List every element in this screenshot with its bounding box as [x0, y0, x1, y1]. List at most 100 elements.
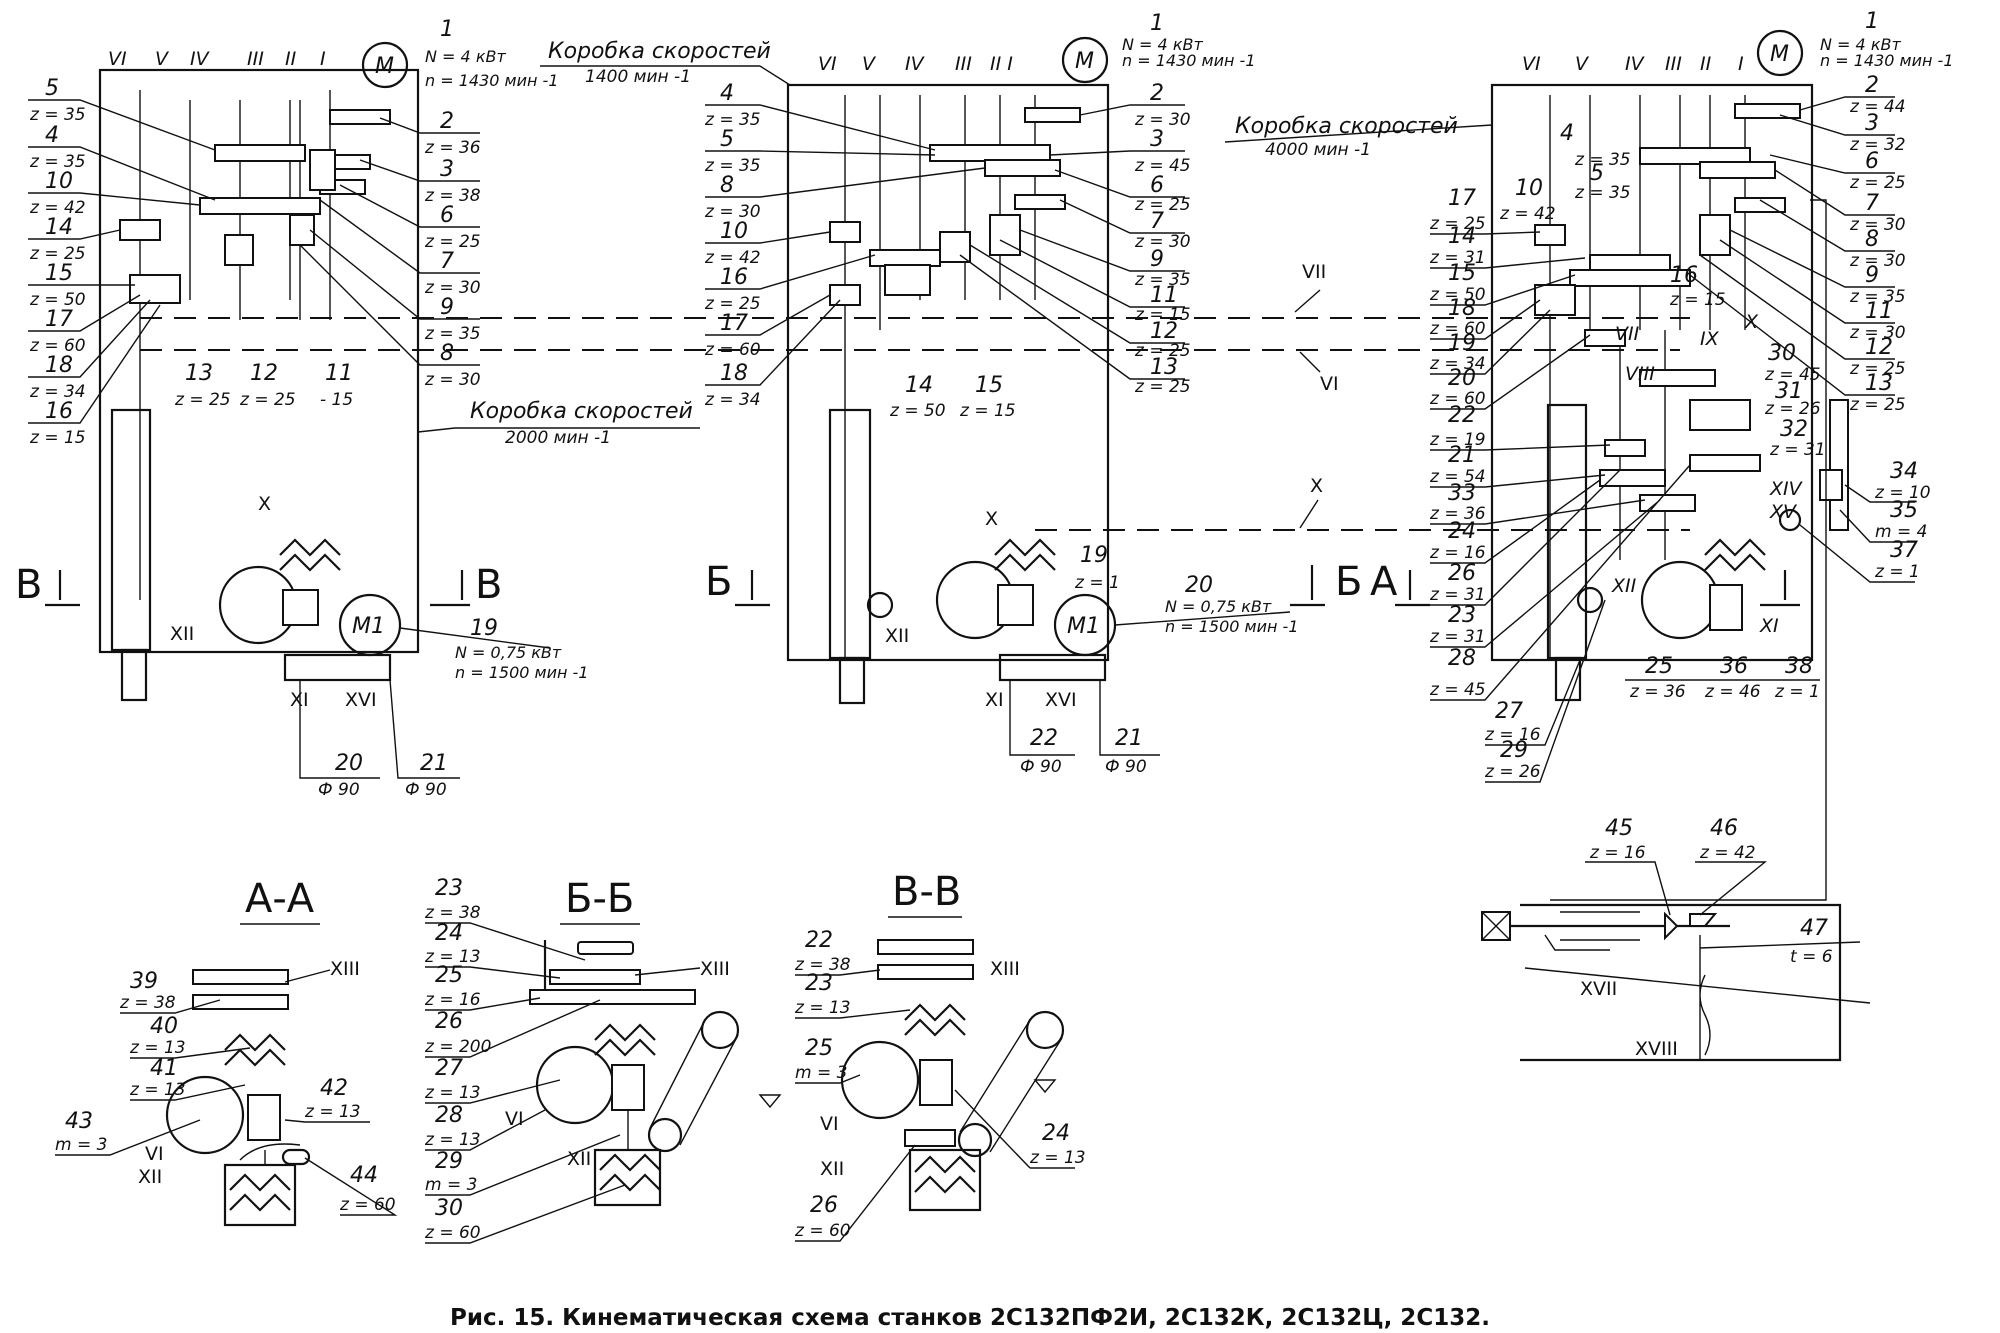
right-label-n: 16 — [1670, 263, 1698, 288]
middle-label-z: z = 15 — [1134, 305, 1191, 325]
middle-label-z: z = 34 — [704, 390, 761, 410]
vv-label-z: z = 13 — [794, 998, 851, 1018]
middle-label-n: 6 — [1150, 173, 1164, 198]
right-worm-wheel — [1640, 560, 1720, 640]
middle-label-z: z = 50 — [889, 401, 946, 421]
left-label-z: z = 15 — [29, 428, 86, 448]
right-label-z: z = 31 — [1429, 248, 1486, 268]
right-label-z: z = 1 — [1774, 682, 1820, 702]
right-label-1: 1 — [1865, 9, 1879, 34]
right-label-z: z = 1 — [1874, 562, 1920, 582]
aa-shaft-XIII: XIII — [330, 958, 360, 980]
middle-left-labels: 4 z = 35 5 z = 35 8 z = 30 10 z = 42 16 … — [704, 81, 986, 410]
vv-pulley-bottom — [957, 1122, 993, 1158]
right-label-n: 14 — [1448, 224, 1476, 249]
middle-label-z: Ф 90 — [1105, 757, 1147, 777]
right-section-a-left: А — [1370, 559, 1398, 605]
left-shaft-XII: XII — [170, 623, 194, 645]
bb-gear-25 — [529, 989, 696, 1005]
right-label-n: 17 — [1448, 186, 1476, 211]
vv-clutch — [904, 1003, 966, 1037]
right-label-n: 15 — [1448, 261, 1476, 286]
middle-shaft-XVI: XVI — [1045, 689, 1077, 711]
right-label-n: 24 — [1448, 519, 1476, 544]
right-shaft-V: V — [1575, 53, 1590, 75]
table-label-n: 46 — [1710, 816, 1738, 841]
middle-feed-rpm: n = 1500 мин -1 — [1165, 617, 1299, 636]
left-label-n: 21 — [420, 751, 448, 776]
middle-label-z: z = 35 — [1134, 270, 1191, 290]
vv-shaft-XIII: XIII — [990, 958, 1020, 980]
vv-gear-26 — [904, 1129, 956, 1147]
table-label-z: z = 42 — [1699, 843, 1756, 863]
right-label-n: 18 — [1448, 296, 1476, 321]
bb-label-z: z = 16 — [424, 990, 481, 1010]
aa-worm-wheel — [165, 1075, 245, 1155]
bb-worm-wheel — [535, 1045, 615, 1125]
left-label-n: 4 — [45, 123, 59, 148]
left-labels: 5 z = 35 4 z = 35 10 z = 42 14 z = 25 15… — [28, 76, 216, 448]
left-box-title: Коробка скоростей — [470, 399, 693, 424]
left-label-z: z = 35 — [29, 105, 86, 125]
aa-label-n: 43 — [65, 1109, 93, 1134]
right-label-n: 23 — [1448, 603, 1476, 628]
right-label-z: z = 25 — [1849, 173, 1906, 193]
bb-label-z: z = 60 — [424, 1223, 481, 1243]
bb-label-n: 29 — [435, 1149, 463, 1174]
middle-feed-power: N = 0,75 кВт — [1165, 597, 1272, 616]
right-box-title: Коробка скоростей — [1235, 114, 1458, 139]
middle-label-n: 7 — [1150, 209, 1164, 234]
middle-motor-icon — [1061, 36, 1109, 84]
right-label-n: 13 — [1865, 371, 1893, 396]
vv-belt — [959, 1019, 1063, 1153]
middle-feed-motor-symbol: M1 — [1067, 614, 1100, 639]
right-label-z: z = 25 — [1849, 395, 1906, 415]
right-label-z: z = 50 — [1429, 285, 1486, 305]
right-label-z: z = 26 — [1764, 399, 1821, 419]
vv-worm — [919, 1059, 953, 1106]
left-label-n: 16 — [45, 399, 73, 424]
left-motor-power: N = 4 кВт — [425, 47, 506, 66]
middle-label-z: z = 15 — [959, 401, 1016, 421]
left-label-n: 20 — [335, 751, 363, 776]
vv-label-z: z = 13 — [1029, 1148, 1086, 1168]
middle-motor-power: N = 4 кВт — [1122, 35, 1203, 54]
left-label-z: z = 25 — [174, 390, 231, 410]
left-worm — [282, 589, 319, 626]
middle-label-n: 9 — [1150, 247, 1164, 272]
bb-label-n: 23 — [435, 876, 463, 901]
right-shaft-VII: VII — [1615, 323, 1640, 345]
vv-label-n: 22 — [805, 928, 833, 953]
middle-label-n: 17 — [720, 311, 748, 336]
left-shaft-X: X — [258, 493, 271, 515]
right-label-z: z = 36 — [1429, 504, 1486, 524]
bb-label-n: 27 — [435, 1056, 463, 1081]
right-label-n: 30 — [1768, 341, 1796, 366]
left-spindle-tool — [120, 648, 148, 702]
middle-gearbox-housing — [786, 83, 1110, 662]
middle-label-n: 16 — [720, 265, 748, 290]
aa-gear-39 — [192, 969, 289, 985]
middle-label-n: 5 — [720, 127, 734, 152]
bb-label-z: z = 13 — [424, 1083, 481, 1103]
bb-label-z: z = 13 — [424, 947, 481, 967]
left-label-n: 3 — [440, 157, 454, 182]
middle-label-n: 2 — [1150, 81, 1164, 106]
left-label-z: z = 60 — [29, 336, 86, 356]
vv-gear-22b — [877, 964, 974, 980]
middle-bottom-labels: 14 z = 50 15 z = 15 19 z = 1 20 N = 0,75… — [889, 373, 1299, 777]
left-motor-icon — [361, 41, 409, 89]
left-label-z: z = 25 — [29, 244, 86, 264]
middle-label-n: 11 — [1150, 283, 1178, 308]
aa-clutch — [224, 1033, 286, 1067]
right-label-n: 20 — [1448, 366, 1476, 391]
left-right-labels: 2 z = 36 3 z = 38 6 z = 25 7 z = 30 9 z … — [299, 109, 481, 390]
middle-label-z: z = 30 — [704, 202, 761, 222]
left-belt-drive — [283, 653, 392, 682]
aa-label-z: z = 13 — [304, 1102, 361, 1122]
bb-label-n: 24 — [435, 921, 463, 946]
middle-shaft-IV: IV — [905, 53, 926, 75]
left-label-n: 2 — [440, 109, 454, 134]
left-shaft-II: II — [285, 48, 297, 70]
left-shaft-XVI: XVI — [345, 689, 377, 711]
